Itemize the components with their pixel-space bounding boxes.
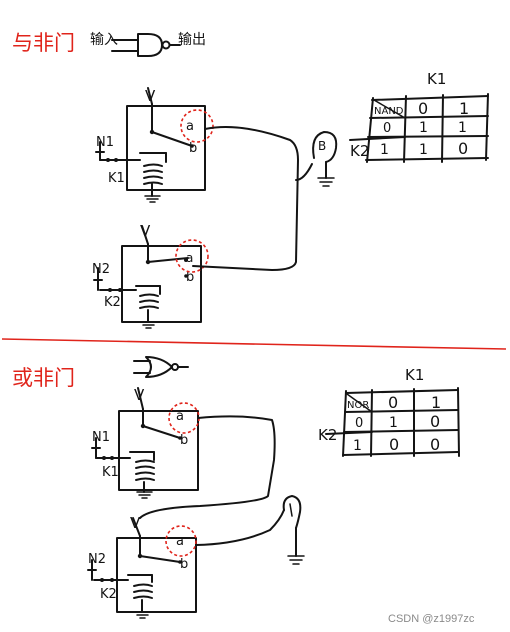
section-divider [1, 338, 507, 350]
nor-top-coil-label: K1 [102, 465, 119, 480]
nand-wire [192, 126, 299, 271]
nor-col-1: 1 [431, 393, 441, 412]
nand-gate-symbol [111, 33, 181, 57]
nand-col-0: 0 [418, 99, 428, 118]
nand-row-header: K2 [350, 142, 369, 160]
nor-row-0-label: 0 [355, 416, 363, 431]
nor-top-switch-label: N1 [92, 430, 110, 445]
nor-relay-bottom [87, 517, 197, 619]
nand-relay-top [95, 87, 206, 203]
nand-title: 与非门 [12, 31, 75, 55]
nand-truth-table [349, 93, 489, 163]
nor-row-1-label: 1 [353, 438, 362, 454]
nand-cell-0-0: 1 [419, 120, 428, 136]
nor-title: 或非门 [12, 366, 75, 390]
nor-gate-symbol [133, 356, 189, 378]
nor-corner-label: NOR [347, 400, 369, 411]
nand-input-label: 输入 [90, 32, 118, 48]
nand-relay-bottom [93, 225, 202, 329]
nand-top-contact-b-label: b [189, 141, 197, 156]
nor-cell-0-0: 1 [389, 415, 398, 431]
nor-col-header: K1 [405, 366, 424, 384]
nand-top-contact-a-label: a [186, 119, 194, 134]
watermark-text: CSDN @z1997zc [388, 613, 475, 625]
nor-top-contact-a-label: a [176, 409, 184, 424]
nor-bottom-contact-a-label: a [176, 534, 184, 549]
nor-top-contact-b-label: b [180, 433, 188, 448]
nand-bottom-coil-label: K2 [104, 295, 121, 310]
nand-top-supply-label: V [145, 87, 156, 105]
nand-bottom-contact-b-label: b [186, 270, 194, 285]
nand-lamp-lead [295, 163, 313, 181]
nor-cell-0-1: 0 [430, 412, 440, 431]
nand-col-1: 1 [459, 99, 469, 118]
nor-bottom-supply-label: V [130, 514, 141, 532]
nand-corner-label: NAND [374, 106, 404, 117]
nand-row-1-label: 1 [380, 142, 389, 158]
nor-cell-1-0: 0 [389, 435, 399, 454]
nand-bottom-contact-a-label: a [186, 251, 193, 265]
nand-output-label: 输出 [178, 32, 206, 48]
nor-col-0: 0 [388, 393, 398, 412]
nor-top-contact-a-highlight [168, 402, 200, 434]
nor-truth-table [325, 387, 460, 457]
nor-top-supply-label: V [134, 386, 145, 404]
nor-wire-to-lamp [195, 509, 285, 546]
nand-lamp-symbol [312, 131, 338, 187]
nand-bottom-contact-a-highlight [175, 239, 209, 273]
nand-cell-0-1: 1 [458, 120, 467, 136]
nor-bottom-coil-label: K2 [100, 587, 117, 602]
nor-lamp-symbol [282, 495, 305, 565]
nand-bottom-switch-label: N2 [92, 262, 110, 277]
nor-bottom-contact-a-highlight [165, 525, 197, 557]
nand-bottom-supply-label: V [140, 222, 151, 240]
nor-relay-top [91, 387, 199, 499]
nand-top-contact-a-highlight [180, 109, 214, 143]
nand-top-switch-label: N1 [96, 135, 114, 150]
nor-wire-series [139, 415, 276, 519]
nand-row-0-label: 0 [383, 121, 391, 136]
nand-cell-1-0: 1 [419, 142, 428, 158]
nand-top-coil-label: K1 [108, 171, 125, 186]
nor-row-header: K2 [318, 426, 337, 444]
nor-bottom-switch-label: N2 [88, 552, 106, 567]
nand-col-header: K1 [427, 70, 446, 88]
nor-cell-1-1: 0 [430, 435, 440, 454]
nand-cell-1-1: 0 [458, 139, 468, 158]
nor-bottom-contact-b-label: b [180, 557, 188, 572]
nand-lamp-label: B [318, 139, 326, 153]
